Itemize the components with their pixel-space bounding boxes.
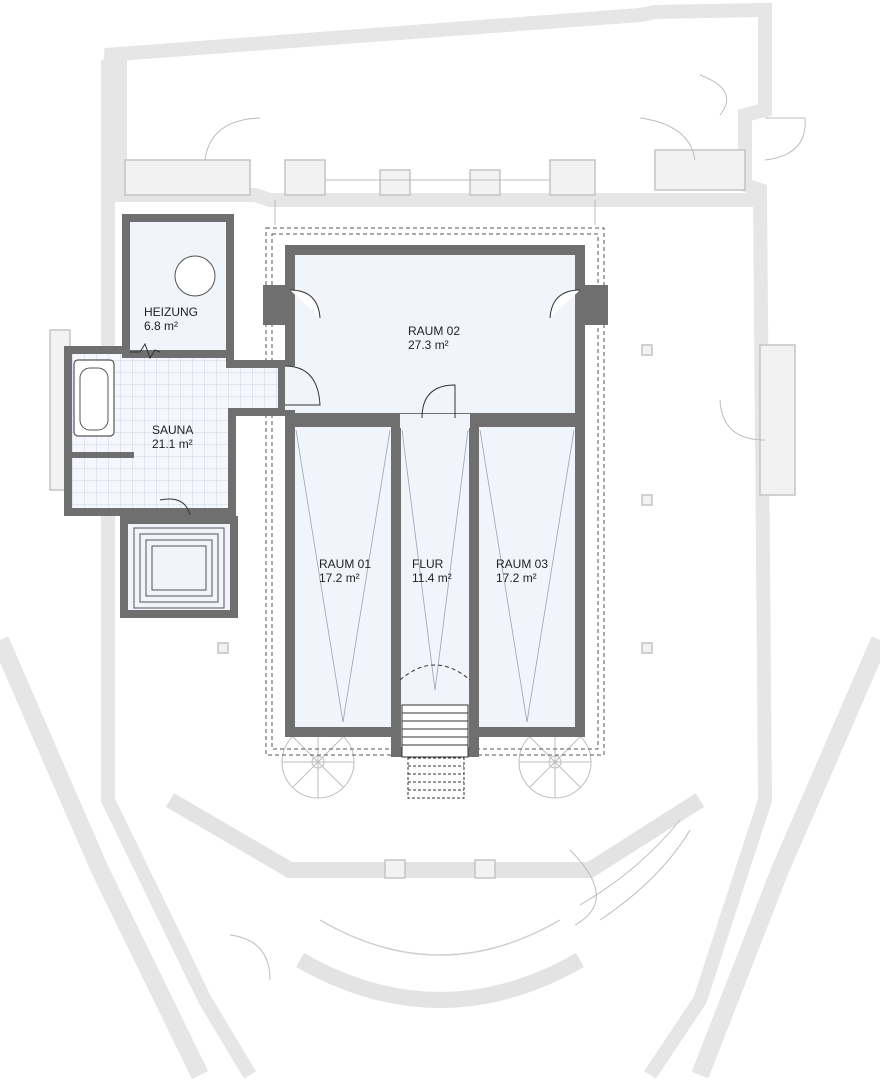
boiler [174, 255, 216, 297]
existing-pier [641, 642, 653, 654]
existing-pier [474, 859, 496, 879]
heizung-room [122, 214, 234, 358]
existing-details [204, 74, 806, 981]
existing-pier [641, 494, 653, 506]
sauna-area: 21.1 m² [152, 437, 193, 451]
raum03-room [469, 417, 585, 737]
existing-pier [217, 642, 229, 654]
doors [284, 365, 471, 681]
existing-wall-right [644, 194, 773, 1079]
heizung-name: HEIZUNG [144, 305, 198, 319]
sauna-room [64, 346, 286, 516]
new-structure-outline [265, 227, 605, 756]
raum03-name: RAUM 03 [496, 557, 548, 571]
existing-pier [641, 344, 653, 356]
sauna-name: SAUNA [152, 423, 193, 437]
raum01-room [285, 417, 401, 737]
existing-pier [284, 159, 326, 196]
sauna-cabin [120, 498, 238, 618]
electrical-symbol [130, 342, 161, 360]
flur-name: FLUR [412, 557, 444, 571]
niche-right [580, 285, 608, 325]
niche-right-arc [549, 289, 581, 319]
flur-area: 11.4 m² [412, 571, 452, 585]
stairs [401, 704, 469, 799]
bathtub [73, 359, 115, 437]
raum01-name: RAUM 01 [319, 557, 371, 571]
existing-pier [549, 159, 596, 196]
niche-left-arc [289, 289, 321, 319]
existing-pier [654, 149, 746, 191]
raum02-name: RAUM 02 [408, 324, 460, 338]
openings [285, 366, 470, 428]
niche-left [263, 285, 290, 325]
existing-pier [379, 169, 411, 196]
existing-pier [469, 169, 501, 196]
existing-annex-right [759, 344, 796, 496]
heizung-area: 6.8 m² [144, 319, 178, 333]
existing-diagonal-wing-left [0, 636, 209, 1079]
existing-apse [165, 793, 705, 1008]
flur-room [391, 417, 479, 757]
raum01-area: 17.2 m² [319, 571, 360, 585]
raum02-area: 27.3 m² [408, 338, 449, 352]
existing-pier [124, 159, 251, 196]
existing-apse-inner [319, 919, 561, 956]
existing-pier [384, 859, 406, 879]
raum03-area: 17.2 m² [496, 571, 537, 585]
existing-diagonal-wing-right [691, 636, 880, 1079]
